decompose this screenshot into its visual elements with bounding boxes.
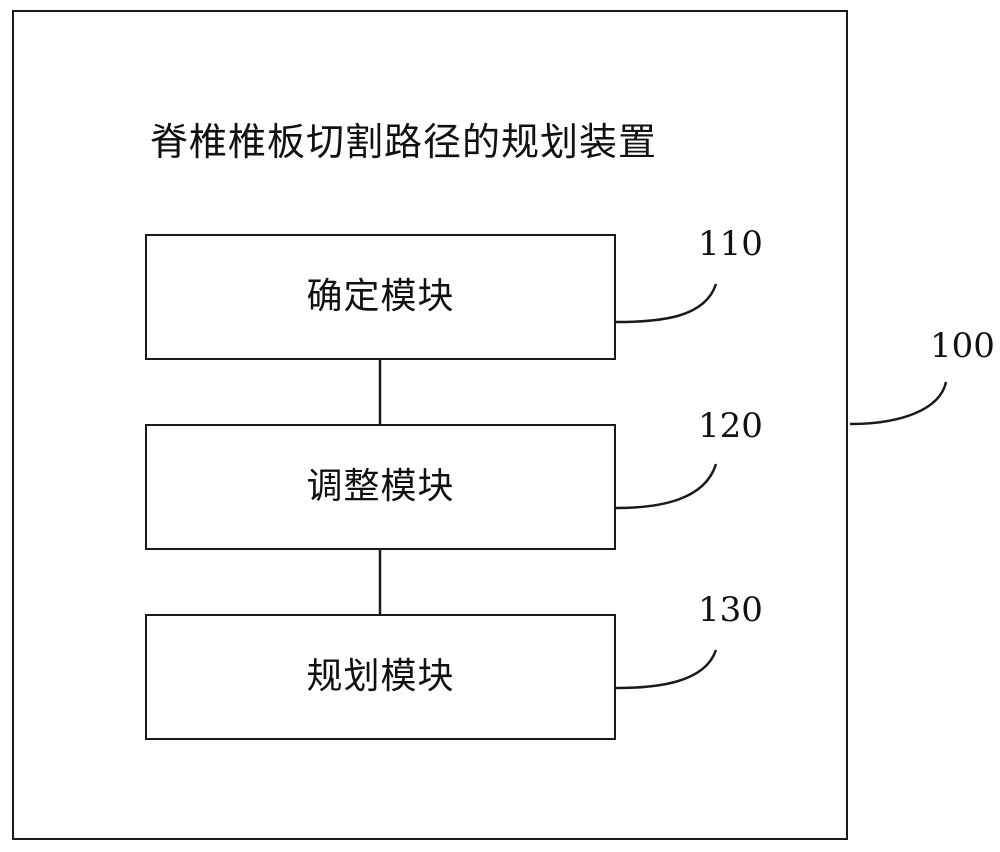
ref-label-120: 120 (698, 406, 763, 446)
ref-label-130: 130 (698, 590, 763, 630)
ref-label-100: 100 (930, 326, 995, 366)
module-label-plan: 规划模块 (306, 656, 455, 697)
diagram-title: 脊椎椎板切割路径的规划装置 (150, 120, 658, 164)
module-label-adjust: 调整模块 (306, 466, 455, 507)
module-box-determine: 确定模块 (145, 234, 616, 360)
device-frame (12, 10, 848, 840)
module-label-determine: 确定模块 (306, 276, 455, 317)
module-box-adjust: 调整模块 (145, 424, 616, 550)
module-box-plan: 规划模块 (145, 614, 616, 740)
leader-line-100 (849, 381, 948, 426)
ref-label-110: 110 (698, 224, 763, 264)
